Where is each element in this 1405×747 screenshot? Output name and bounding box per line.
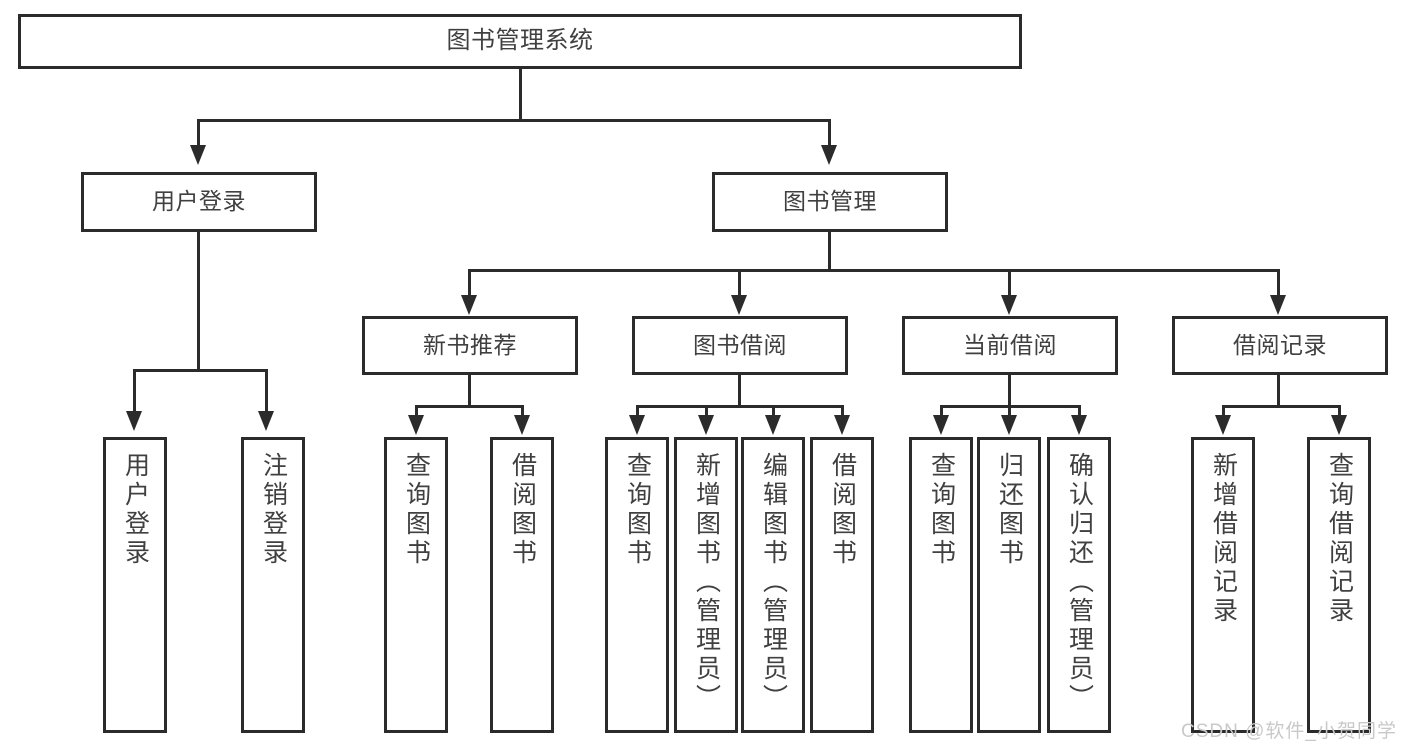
connector-borrowrecord-drop-1 (1222, 405, 1225, 419)
arrowhead-leaf-confirm-return (1071, 415, 1087, 435)
arrowhead-leaf-add-book (698, 415, 714, 435)
connector-bm-drop-4 (1277, 269, 1280, 297)
connector-currentborrow-drop-2 (1008, 405, 1011, 419)
node-book-borrow[interactable]: 图书借阅 (632, 316, 848, 375)
node-leaf-borrow-book-1[interactable]: 借阅图书 (490, 437, 554, 733)
node-label-leaf-borrow-book-1: 借阅图书 (508, 452, 537, 568)
connector-root-stem (519, 69, 522, 121)
connector-bookborrow-drop-2 (705, 405, 708, 419)
arrowhead-leaf-borrow-book-2 (834, 415, 850, 435)
connector-root-drop-right (828, 119, 831, 147)
node-label-leaf-query-book-1: 查询图书 (402, 452, 431, 568)
connector-book-management-stem (828, 232, 831, 272)
node-leaf-add-book-admin[interactable]: 新增图书（管理员） (674, 437, 738, 733)
connector-newbook-stem (468, 375, 471, 408)
node-leaf-query-book-3[interactable]: 查询图书 (909, 437, 973, 733)
node-label-current-borrow: 当前借阅 (963, 331, 1057, 358)
arrowhead-leaf-query-book-2 (629, 415, 645, 435)
connector-newbook-drop-2 (521, 405, 524, 419)
connector-bookborrow-bus (636, 405, 844, 408)
connector-user-login-bus (133, 369, 268, 372)
arrowhead-to-book-borrow (731, 295, 747, 315)
node-label-leaf-add-borrow-record: 新增借阅记录 (1209, 452, 1238, 626)
node-current-borrow[interactable]: 当前借阅 (902, 316, 1118, 375)
connector-bookborrow-drop-1 (636, 405, 639, 419)
connector-bookborrow-drop-3 (772, 405, 775, 419)
node-label-book-borrow: 图书借阅 (693, 331, 787, 358)
arrowhead-leaf-borrow-book-1 (514, 415, 530, 435)
connector-bookborrow-drop-4 (841, 405, 844, 419)
node-label-leaf-borrow-book-2: 借阅图书 (828, 452, 857, 568)
arrowhead-to-book-management (821, 145, 837, 165)
arrowhead-to-new-book-recommend (461, 295, 477, 315)
node-borrow-record[interactable]: 借阅记录 (1172, 316, 1388, 375)
node-label-borrow-record: 借阅记录 (1233, 331, 1327, 358)
node-label-user-login: 用户登录 (152, 188, 246, 215)
connector-bookborrow-stem (738, 375, 741, 408)
node-label-leaf-query-book-2: 查询图书 (623, 452, 652, 568)
node-leaf-edit-book-admin[interactable]: 编辑图书（管理员） (741, 437, 805, 733)
connector-currentborrow-stem (1008, 375, 1011, 408)
connector-bm-drop-3 (1008, 269, 1011, 297)
connector-book-management-bus (468, 269, 1280, 272)
node-label-root: 图书管理系统 (446, 27, 594, 55)
node-root-book-management-system[interactable]: 图书管理系统 (18, 14, 1022, 69)
connector-currentborrow-drop-1 (940, 405, 943, 419)
connector-bm-drop-1 (468, 269, 471, 297)
node-label-book-management: 图书管理 (783, 188, 877, 215)
connector-borrowrecord-stem (1277, 375, 1280, 408)
connector-currentborrow-drop-3 (1078, 405, 1081, 419)
node-label-leaf-confirm-return-admin: 确认归还（管理员） (1065, 452, 1094, 713)
arrowhead-leaf-user-login (126, 411, 142, 431)
node-label-leaf-return-book: 归还图书 (995, 452, 1024, 568)
connector-newbook-bus (415, 405, 524, 408)
node-book-management[interactable]: 图书管理 (712, 172, 948, 232)
node-leaf-return-book[interactable]: 归还图书 (977, 437, 1041, 733)
node-leaf-query-book-1[interactable]: 查询图书 (384, 437, 448, 733)
node-label-leaf-logout-login: 注销登录 (259, 452, 288, 568)
node-leaf-user-login[interactable]: 用户登录 (103, 437, 167, 733)
arrowhead-leaf-add-borrow-record (1215, 415, 1231, 435)
node-label-leaf-query-book-3: 查询图书 (927, 452, 956, 568)
node-leaf-query-book-2[interactable]: 查询图书 (605, 437, 669, 733)
connector-borrowrecord-bus (1222, 405, 1341, 408)
connector-user-login-stem (197, 232, 200, 372)
node-leaf-query-borrow-record[interactable]: 查询借阅记录 (1307, 437, 1371, 733)
node-leaf-logout-login[interactable]: 注销登录 (241, 437, 305, 733)
node-label-leaf-query-borrow-record: 查询借阅记录 (1325, 452, 1354, 626)
arrowhead-leaf-edit-book (765, 415, 781, 435)
arrowhead-leaf-query-book-3 (933, 415, 949, 435)
arrowhead-leaf-return-book (1001, 415, 1017, 435)
connector-root-drop-left (197, 119, 200, 147)
node-new-book-recommend[interactable]: 新书推荐 (362, 316, 578, 375)
node-leaf-confirm-return-admin[interactable]: 确认归还（管理员） (1047, 437, 1111, 733)
connector-root-bus (197, 119, 831, 122)
node-leaf-borrow-book-2[interactable]: 借阅图书 (810, 437, 874, 733)
node-label-leaf-user-login: 用户登录 (121, 452, 150, 568)
connector-user-login-drop-1 (133, 369, 136, 413)
arrowhead-leaf-query-borrow-record (1331, 415, 1347, 435)
connector-user-login-drop-2 (265, 369, 268, 413)
node-label-leaf-add-book-admin: 新增图书（管理员） (692, 452, 721, 713)
arrowhead-to-borrow-record (1270, 295, 1286, 315)
node-user-login[interactable]: 用户登录 (81, 172, 317, 232)
node-leaf-add-borrow-record[interactable]: 新增借阅记录 (1191, 437, 1255, 733)
connector-newbook-drop-1 (415, 405, 418, 419)
arrowhead-to-user-login (190, 145, 206, 165)
connector-borrowrecord-drop-2 (1338, 405, 1341, 419)
arrowhead-leaf-logout-login (258, 411, 274, 431)
arrowhead-leaf-query-book-1 (408, 415, 424, 435)
node-label-new-book-recommend: 新书推荐 (423, 331, 517, 358)
arrowhead-to-current-borrow (1001, 295, 1017, 315)
node-label-leaf-edit-book-admin: 编辑图书（管理员） (759, 452, 788, 713)
connector-bm-drop-2 (738, 269, 741, 297)
